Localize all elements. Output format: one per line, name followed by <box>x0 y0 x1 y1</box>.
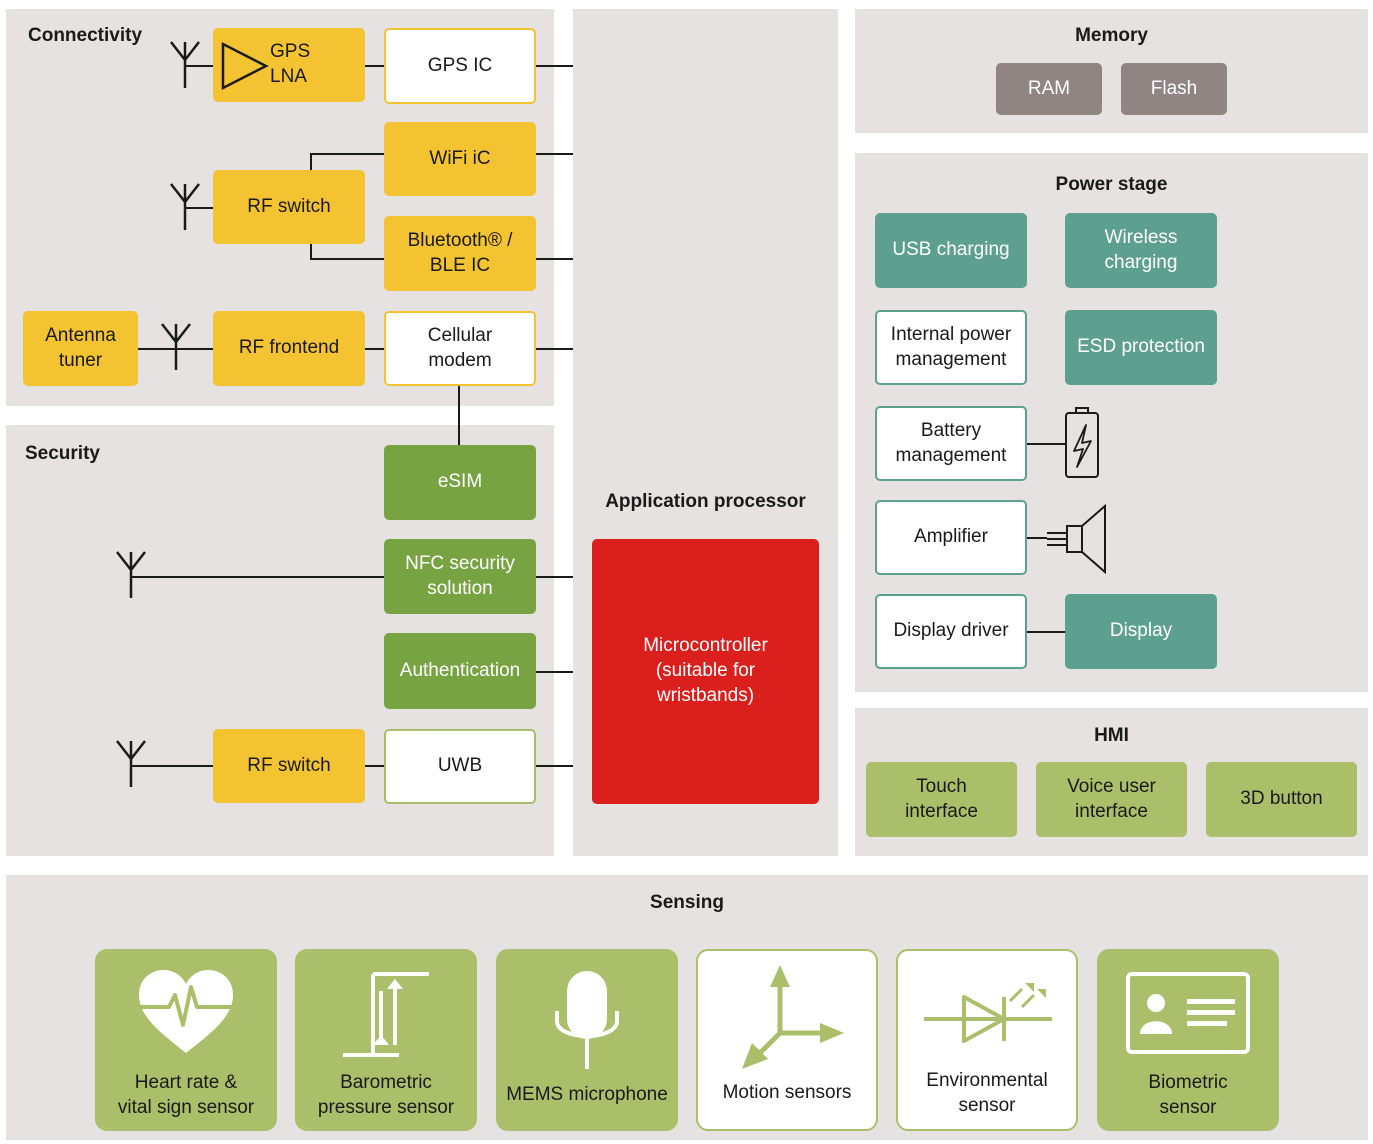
3d-button-box: 3D button <box>1206 762 1357 837</box>
connector-line <box>458 386 460 445</box>
connector-line <box>536 671 573 673</box>
antenna-icon <box>170 41 200 88</box>
internal-power-box: Internal power management <box>875 310 1027 385</box>
connectivity-title: Connectivity <box>28 25 143 46</box>
voice-interface-box: Voice user interface <box>1036 762 1187 837</box>
flash-box: Flash <box>1121 63 1227 115</box>
connector-line <box>1027 537 1047 539</box>
display-driver-box: Display driver <box>875 594 1027 669</box>
barometric-sensor-card: Barometric pressure sensor <box>295 949 477 1131</box>
touch-interface-box: Touch interface <box>866 762 1017 837</box>
amplifier-triangle-icon <box>221 41 269 91</box>
amplifier-box: Amplifier <box>875 500 1027 575</box>
heart-icon <box>139 970 233 1053</box>
ram-box: RAM <box>996 63 1102 115</box>
antenna-icon <box>170 183 200 230</box>
authentication-box: Authentication <box>384 633 536 709</box>
speaker-icon <box>1047 503 1106 575</box>
application-title: Application processor <box>605 491 806 512</box>
connector-line <box>536 576 573 578</box>
connector-line <box>131 576 384 578</box>
photodiode-icon <box>924 983 1052 1043</box>
wireless-charging-box: Wireless charging <box>1065 213 1217 288</box>
connector-line <box>365 65 384 67</box>
connector-line <box>536 765 573 767</box>
power-title: Power stage <box>1055 174 1168 195</box>
antenna-icon <box>161 323 191 370</box>
antenna-icon <box>116 551 146 598</box>
biometric-sensor-card: Biometric sensor <box>1097 949 1279 1131</box>
uwb-box: UWB <box>384 729 536 804</box>
pressure-icon <box>343 972 429 1057</box>
microcontroller-box: Microcontroller (suitable for wristbands… <box>592 539 819 804</box>
connector-line <box>1027 443 1065 445</box>
rf-switch-box: RF switch <box>213 170 365 244</box>
memory-panel <box>855 9 1368 133</box>
rf-frontend-box: RF frontend <box>213 311 365 386</box>
barometric-label: Barometric pressure sensor <box>317 1071 455 1119</box>
connector-line <box>185 65 213 67</box>
security-rf-switch-box: RF switch <box>213 729 365 803</box>
display-box: Display <box>1065 594 1217 669</box>
connector-line <box>310 153 384 155</box>
heart-rate-label: Heart rate & vital sign sensor <box>117 1071 255 1119</box>
motion-label: Motion sensors <box>722 1082 852 1104</box>
motion-sensors-card: Motion sensors <box>696 949 878 1131</box>
axes-icon <box>742 965 844 1069</box>
microphone-icon <box>555 971 619 1069</box>
biometric-label: Biometric sensor <box>1148 1071 1228 1119</box>
connector-line <box>185 207 213 209</box>
esd-protection-box: ESD protection <box>1065 310 1217 385</box>
connector-line <box>536 258 573 260</box>
esim-box: eSIM <box>384 445 536 520</box>
nfc-box: NFC security solution <box>384 539 536 614</box>
connector-line <box>310 258 384 260</box>
heart-rate-sensor-card: Heart rate & vital sign sensor <box>95 949 277 1131</box>
memory-title: Memory <box>1075 25 1148 46</box>
mems-label: MEMS microphone <box>506 1084 668 1106</box>
sensing-title: Sensing <box>650 892 724 913</box>
connector-line <box>365 348 384 350</box>
battery-management-box: Battery management <box>875 406 1027 481</box>
gps-ic-box: GPS IC <box>384 28 536 104</box>
gps-lna-label: GPS LNA <box>270 41 311 87</box>
id-card-icon <box>1126 972 1250 1054</box>
bluetooth-box: Bluetooth® / BLE IC <box>384 216 536 291</box>
connector-line <box>310 244 312 260</box>
hmi-title: HMI <box>1094 725 1129 746</box>
gps-lna-box: GPS LNA <box>213 28 365 102</box>
battery-icon <box>1065 407 1099 478</box>
antenna-icon <box>116 740 146 787</box>
connector-line <box>536 65 573 67</box>
mems-microphone-card: MEMS microphone <box>496 949 678 1131</box>
connector-line <box>536 348 573 350</box>
wifi-ic-box: WiFi iC <box>384 122 536 196</box>
connector-line <box>310 153 312 170</box>
connector-line <box>1027 631 1065 633</box>
usb-charging-box: USB charging <box>875 213 1027 288</box>
connector-line <box>365 765 384 767</box>
cellular-modem-box: Cellular modem <box>384 311 536 386</box>
connector-line <box>131 765 213 767</box>
antenna-tuner-box: Antenna tuner <box>23 311 138 386</box>
connector-line <box>536 153 573 155</box>
environmental-sensor-card: Environmental sensor <box>896 949 1078 1131</box>
security-title: Security <box>25 443 100 464</box>
environmental-label: Environmental sensor <box>926 1069 1048 1117</box>
